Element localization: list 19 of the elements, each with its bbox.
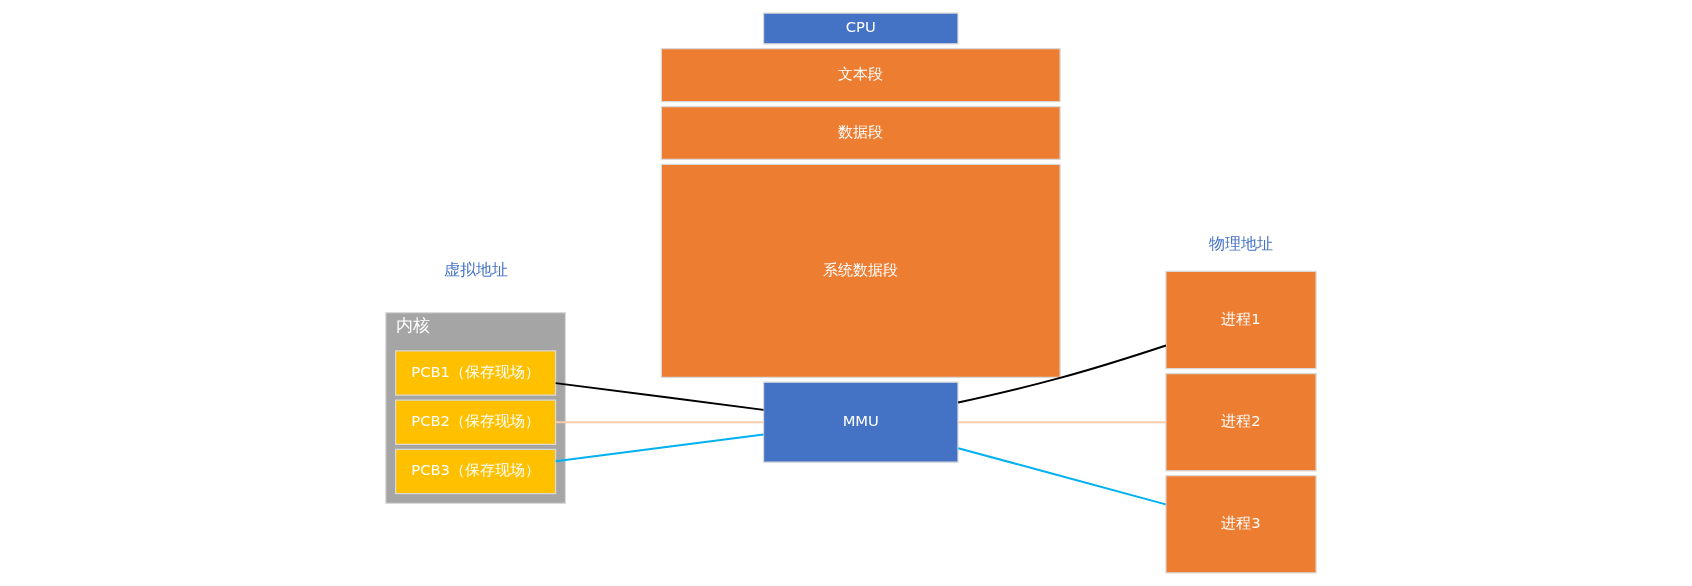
node-box: CPU	[762, 12, 959, 45]
connector	[957, 344, 1167, 404]
connector	[554, 433, 765, 463]
node-box: 系统数据段	[660, 163, 1061, 378]
node-box: 文本段	[660, 48, 1061, 103]
node-box: 进程2	[1165, 373, 1317, 472]
label: 物理地址	[1209, 234, 1274, 254]
label: 虚拟地址	[443, 260, 508, 280]
node-box: 进程3	[1165, 475, 1317, 574]
node-box: PCB1（保存现场）	[395, 350, 557, 396]
connector	[957, 421, 1167, 424]
connector	[554, 382, 765, 411]
connector	[957, 447, 1167, 506]
node-box: 进程1	[1165, 270, 1317, 370]
node-box: 数据段	[660, 105, 1061, 161]
node-box: PCB3（保存现场）	[395, 448, 557, 495]
connector	[554, 421, 765, 424]
node-box: MMU	[762, 381, 959, 463]
node-box: PCB2（保存现场）	[395, 399, 557, 445]
